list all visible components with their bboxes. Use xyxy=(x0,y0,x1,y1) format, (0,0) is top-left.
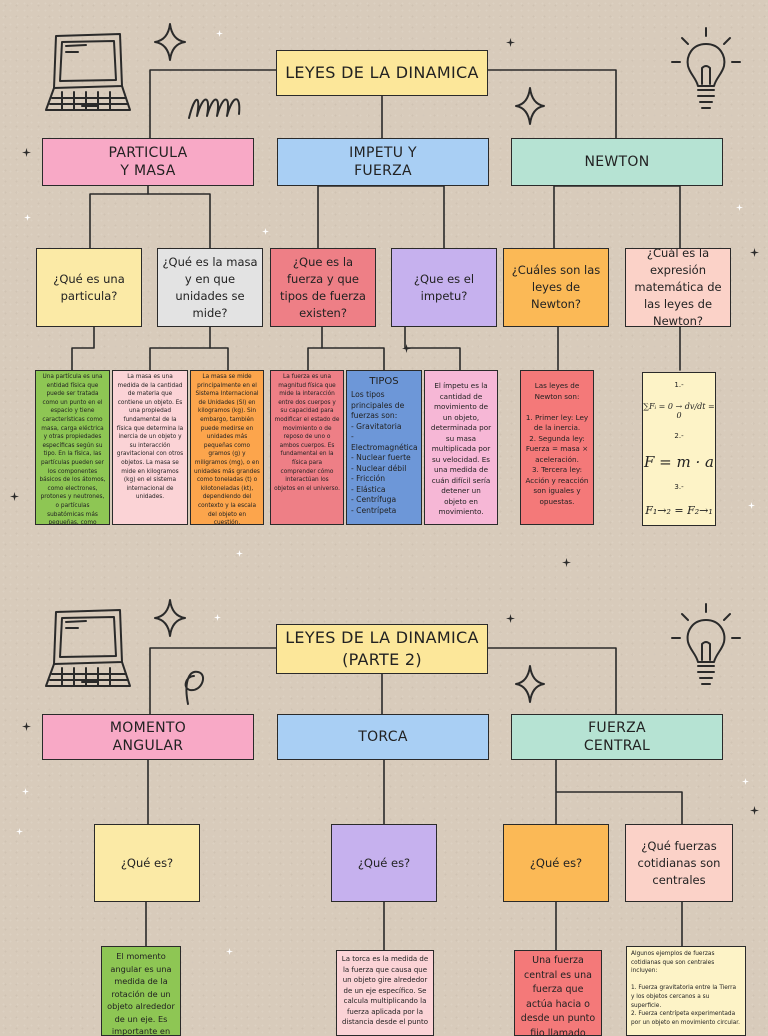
question-torca: ¿Qué es? xyxy=(331,824,437,902)
sparkle-star-icon xyxy=(226,940,233,955)
sparkle-star-icon xyxy=(153,598,187,638)
sparkle-star-icon xyxy=(216,22,223,37)
list-item: - Electromagnética xyxy=(351,432,418,452)
sparkle-star-icon xyxy=(736,196,743,211)
question-impetu: ¿Que es el impetu? xyxy=(391,248,497,327)
sparkle-star-icon xyxy=(750,800,759,815)
answer-torca: La torca es la medida de la fuerza que c… xyxy=(336,950,434,1036)
category-impetu-fuerza: IMPETU Y FUERZA xyxy=(277,138,489,186)
tipos-list: - Gravitatoria - Electromagnética - Nucl… xyxy=(351,422,418,517)
sparkle-star-icon xyxy=(22,716,31,731)
question-leyes-newton: ¿Cuáles son las leyes de Newton? xyxy=(503,248,609,327)
question-fuerza-central: ¿Qué es? xyxy=(503,824,609,902)
question-fuerzas-cotidianas: ¿Qué fuerzas cotidianas son centrales xyxy=(625,824,733,902)
sparkle-star-icon xyxy=(402,338,411,353)
sparkle-star-icon xyxy=(750,242,759,257)
list-item: - Centrípeta xyxy=(351,505,397,515)
sparkle-star-icon xyxy=(262,220,269,235)
sparkle-star-icon xyxy=(562,552,571,567)
sparkle-star-icon xyxy=(214,606,221,621)
question-momento-angular: ¿Qué es? xyxy=(94,824,200,902)
list-item: - Nuclear fuerte xyxy=(351,453,411,462)
answer-tipos-fuerza: TIPOS Los tipos principales de fuerzas s… xyxy=(346,370,422,525)
page-title: LEYES DE LA DINAMICA xyxy=(276,50,488,96)
sparkle-star-icon xyxy=(24,206,31,221)
sparkle-star-icon xyxy=(506,32,515,47)
formula-label-1: 1.- xyxy=(674,381,684,390)
tipos-intro: Los tipos principales de fuerzas son: xyxy=(351,390,405,420)
sparkle-star-icon xyxy=(10,486,19,501)
sparkle-star-icon xyxy=(22,780,29,795)
question-particula: ¿Qué es una particula? xyxy=(36,248,142,327)
formula-primera-ley: ∑Fᵢ = 0 → dv/dt = 0 xyxy=(643,401,715,420)
answer-momento-angular: El momento angular es una medida de la r… xyxy=(101,946,181,1036)
formula-segunda-ley: F = m · a xyxy=(644,452,714,471)
question-expresion-matematica: ¿Cuál es la expresión matemática de las … xyxy=(625,248,731,327)
formula-label-2: 2.- xyxy=(674,432,684,441)
sparkle-star-icon xyxy=(742,770,749,785)
answer-fuerza: La fuerza es una magnitud física que mid… xyxy=(270,370,344,525)
answer-fuerza-central: Una fuerza central es una fuerza que act… xyxy=(514,950,602,1036)
list-item: - Elástica xyxy=(351,484,386,494)
answer-impetu: El ímpetu es la cantidad de movimiento d… xyxy=(424,370,498,525)
answer-leyes-newton: Las leyes de Newton son: 1. Primer ley: … xyxy=(520,370,594,525)
answer-masa-unidades: La masa se mide principalmente en el Sis… xyxy=(190,370,264,525)
tipos-heading: TIPOS xyxy=(369,376,399,387)
formula-tercera-ley: F₁→₂ = F₂→₁ xyxy=(645,503,713,517)
sparkle-star-icon xyxy=(236,542,243,557)
category-fuerza-central: FUERZA CENTRAL xyxy=(511,714,723,760)
lightbulb-icon xyxy=(664,600,748,692)
laptop-icon xyxy=(42,606,138,696)
loop-scribble-icon xyxy=(178,664,212,708)
sparkle-star-icon xyxy=(16,820,23,835)
list-item: - Centrífuga xyxy=(351,495,397,504)
question-fuerza: ¿Que es la fuerza y que tipos de fuerza … xyxy=(270,248,376,327)
sparkle-star-icon xyxy=(514,664,546,704)
answer-particula: Una partícula es una entidad física que … xyxy=(35,370,110,525)
sparkle-star-icon xyxy=(748,494,755,509)
list-item: - Nuclear débil xyxy=(351,463,407,473)
lightbulb-icon xyxy=(664,24,748,116)
sparkle-star-icon xyxy=(22,142,31,157)
answer-fuerzas-cotidianas: Algunos ejemplos de fuerzas cotidianas q… xyxy=(626,946,746,1036)
category-torca: TORCA xyxy=(277,714,489,760)
loop-scribble-icon xyxy=(185,90,245,126)
sparkle-star-icon xyxy=(506,608,515,623)
laptop-icon xyxy=(42,30,138,120)
page-title-part-2: LEYES DE LA DINAMICA (PARTE 2) xyxy=(276,624,488,674)
sparkle-star-icon xyxy=(153,22,187,62)
list-item: - Fricción xyxy=(351,474,386,483)
answer-masa-definicion: La masa es una medida de la cantidad de … xyxy=(112,370,188,525)
category-particula-masa: PARTICULA Y MASA xyxy=(42,138,254,186)
category-newton: NEWTON xyxy=(511,138,723,186)
formula-label-3: 3.- xyxy=(674,483,684,492)
category-momento-angular: MOMENTO ANGULAR xyxy=(42,714,254,760)
question-masa: ¿Qué es la masa y en que unidades se mid… xyxy=(157,248,263,327)
list-item: - Gravitatoria xyxy=(351,421,402,431)
sparkle-star-icon xyxy=(514,86,546,126)
answer-formulas-newton: 1.- ∑Fᵢ = 0 → dv/dt = 0 2.- F = m · a 3.… xyxy=(642,372,716,526)
